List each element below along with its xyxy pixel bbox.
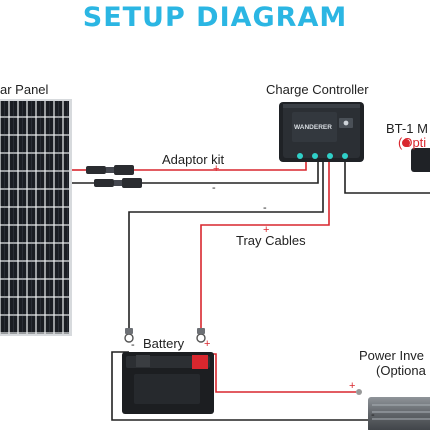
mc4-connector [94, 179, 114, 187]
adaptor-kit-label: Adaptor kit [162, 152, 225, 167]
battery-label: Battery [143, 336, 185, 351]
adaptor-negative-sign: - [212, 182, 216, 194]
tray-positive-sign: + [263, 224, 270, 236]
controller-brand-text: WANDERER [294, 124, 332, 131]
power-inverter-optional-label: (Optiona [376, 363, 426, 378]
adaptor-positive-wire [133, 160, 307, 171]
battery-negative-sign: - [131, 339, 135, 351]
mc4-connector [122, 178, 142, 188]
battery-icon [122, 333, 214, 414]
battery-to-inverter-negative-wire [111, 351, 378, 421]
tray-cables-label: Tray Cables [236, 233, 306, 248]
solar-panel-label: ar Panel [0, 82, 49, 97]
positive-wires [72, 160, 356, 393]
mc4-connector [106, 167, 114, 173]
tray-negative-sign: - [263, 202, 267, 214]
mc4-connector [114, 180, 122, 186]
page-title: SETUP DIAGRAM [82, 2, 348, 33]
adaptor-connectors [86, 165, 142, 188]
negative-wires [72, 160, 430, 421]
inverter-positive-sign: + [349, 380, 356, 392]
mc4-connector [86, 166, 106, 174]
inverter-negative-sign: - [371, 409, 375, 421]
power-inverter-icon [368, 397, 430, 430]
bt1-optional-label: (Opti [398, 135, 427, 150]
bluetooth-module-icon [402, 139, 430, 172]
controller-to-battery-positive-wire [200, 160, 330, 332]
power-inverter-label: Power Inve [359, 348, 425, 363]
battery-positive-sign: + [204, 338, 211, 350]
bt1-cable [344, 162, 430, 194]
adaptor-positive-sign: + [213, 163, 220, 175]
charge-controller-label: Charge Controller [266, 82, 369, 97]
bt1-module-label: BT-1 M [386, 121, 428, 136]
adaptor-negative-wire [140, 160, 319, 184]
battery-to-inverter-positive-wire [208, 353, 356, 393]
solar-panel-icon [0, 99, 72, 336]
mc4-connector [114, 165, 134, 175]
charge-controller-icon: WANDERER [279, 102, 364, 162]
controller-to-battery-negative-wire [128, 160, 324, 332]
